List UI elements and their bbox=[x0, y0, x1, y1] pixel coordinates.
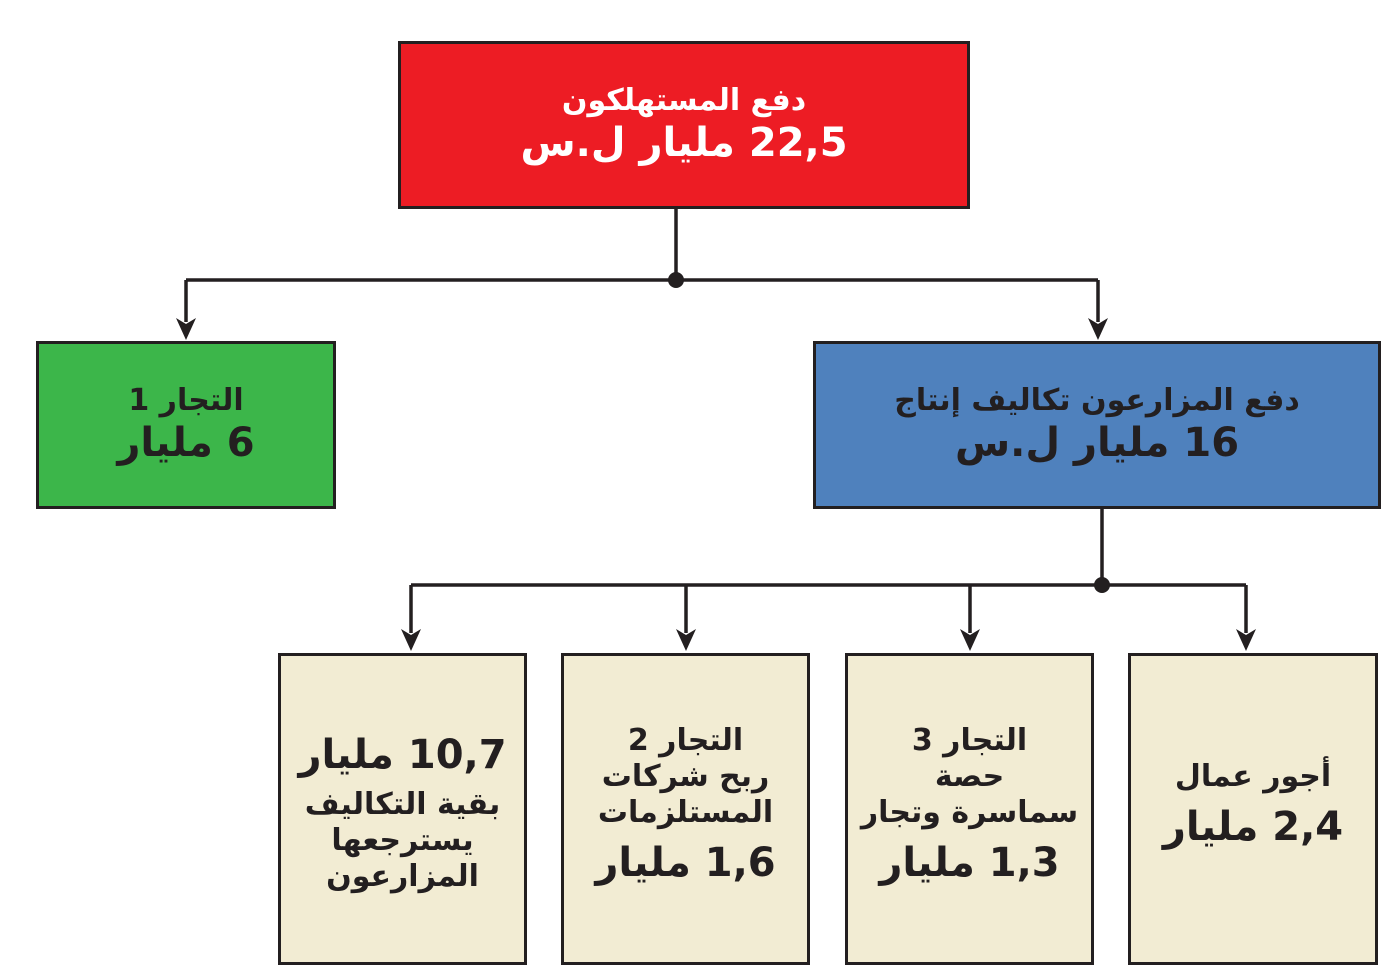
traders-3-text-line: سماسرة وتجار bbox=[860, 795, 1079, 830]
traders-1-arrowhead bbox=[176, 318, 196, 340]
worker-wages-box: أجور عمال 2,4 مليار bbox=[1128, 653, 1378, 965]
wages-arrowhead bbox=[1236, 629, 1256, 651]
remaining-costs-value: 10,7 مليار bbox=[298, 732, 507, 778]
traders-2-text-line: ربح شركات bbox=[601, 759, 770, 794]
traders-3-text-line: حصة bbox=[934, 759, 1005, 794]
traders-2-box: التجار 2 ربح شركات المستلزمات 1,6 مليار bbox=[561, 653, 810, 965]
remaining-costs-box: 10,7 مليار بقية التكاليف يسترجعها المزار… bbox=[278, 653, 527, 965]
worker-wages-label: أجور عمال bbox=[1174, 759, 1332, 794]
consumers-payment-label: دفع المستهلكون bbox=[561, 83, 807, 118]
top-junction-dot bbox=[668, 272, 684, 288]
farmers-cost-label: دفع المزارعون تكاليف إنتاج bbox=[894, 383, 1300, 418]
farmers-production-cost-box: دفع المزارعون تكاليف إنتاج 16 مليار ل.س bbox=[813, 341, 1381, 509]
remaining-costs-text-line: يسترجعها bbox=[331, 823, 474, 858]
traders-3-label: التجار 3 bbox=[911, 723, 1028, 758]
traders-1-value: 6 مليار bbox=[117, 420, 255, 466]
consumers-payment-value: 22,5 مليار ل.س bbox=[520, 120, 848, 166]
worker-wages-value: 2,4 مليار bbox=[1162, 804, 1344, 850]
traders-3-value: 1,3 مليار bbox=[879, 840, 1060, 886]
consumers-payment-box: دفع المستهلكون 22,5 مليار ل.س bbox=[398, 41, 970, 209]
remaining-costs-text-line: بقية التكاليف bbox=[304, 787, 501, 822]
farmers-arrowhead bbox=[1088, 318, 1108, 340]
traders-1-box: التجار 1 6 مليار bbox=[36, 341, 336, 509]
traders-1-label: التجار 1 bbox=[128, 383, 244, 418]
bottom-junction-dot bbox=[1094, 577, 1110, 593]
costs-arrowhead bbox=[401, 629, 421, 651]
traders-2-value: 1,6 مليار bbox=[595, 840, 776, 886]
farmers-cost-value: 16 مليار ل.س bbox=[954, 420, 1240, 466]
remaining-costs-text-line: المزارعون bbox=[326, 859, 479, 894]
traders-2-arrowhead bbox=[676, 629, 696, 651]
traders-3-arrowhead bbox=[960, 629, 980, 651]
traders-2-label: التجار 2 bbox=[627, 723, 744, 758]
traders-2-text-line: المستلزمات bbox=[597, 795, 774, 830]
traders-3-box: التجار 3 حصة سماسرة وتجار 1,3 مليار bbox=[845, 653, 1094, 965]
